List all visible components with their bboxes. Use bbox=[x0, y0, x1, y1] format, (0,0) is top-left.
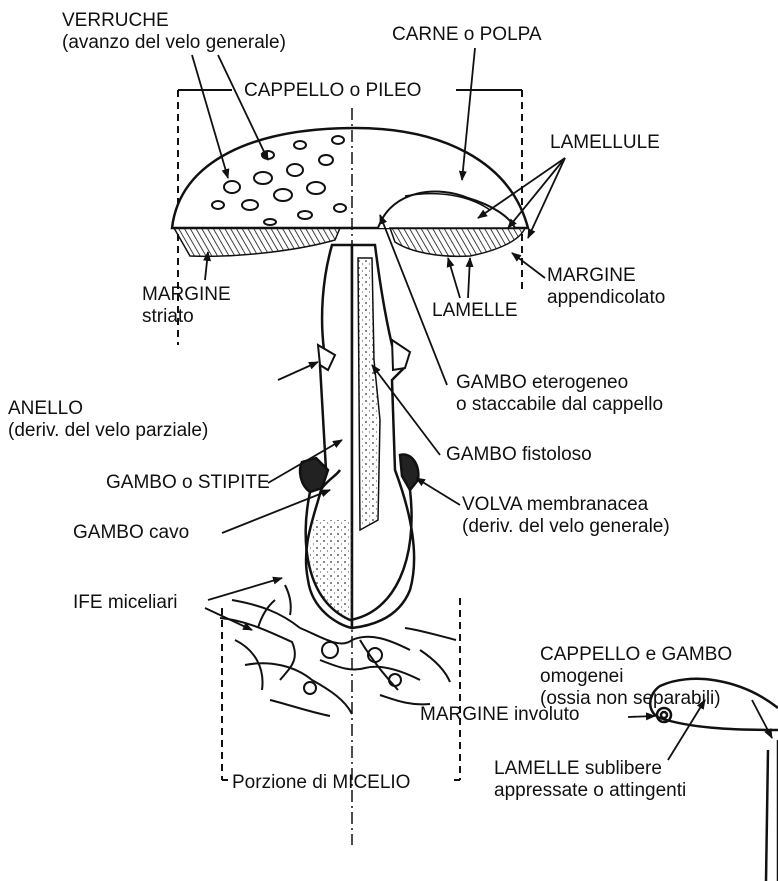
omogenei-label: CAPPELLO e GAMBO omogenei (ossia non sep… bbox=[540, 644, 732, 710]
lamelle-sublibere-label: LAMELLE sublibere appressate o attingent… bbox=[494, 758, 686, 802]
cappello-label: CAPPELLO o PILEO bbox=[244, 80, 421, 102]
margine-appendicolato-label: MARGINE appendicolato bbox=[547, 265, 665, 309]
margine-involuto-label: MARGINE involuto bbox=[420, 704, 579, 726]
anello-label: ANELLO (deriv. del velo parziale) bbox=[8, 398, 208, 442]
carne-label: CARNE o POLPA bbox=[392, 24, 542, 46]
gambo-fistoloso-label: GAMBO fistoloso bbox=[446, 444, 592, 466]
micelio-label: Porzione di MICELIO bbox=[232, 772, 410, 794]
volva-label: VOLVA membranacea (deriv. del velo gener… bbox=[462, 494, 670, 538]
lamellule-label: LAMELLULE bbox=[550, 132, 660, 154]
lamelle-label: LAMELLE bbox=[432, 300, 518, 322]
margine-striato-label: MARGINE striato bbox=[142, 284, 231, 328]
mushroom-stem bbox=[306, 245, 414, 628]
gambo-stipite-label: GAMBO o STIPITE bbox=[106, 472, 270, 494]
ife-label: IFE miceliari bbox=[73, 592, 178, 614]
gambo-eterogeneo-label: GAMBO eterogeneo o staccabile dal cappel… bbox=[456, 372, 663, 416]
gambo-cavo-label: GAMBO cavo bbox=[73, 522, 189, 544]
verruche-label: VERRUCHE (avanzo del velo generale) bbox=[62, 10, 286, 54]
